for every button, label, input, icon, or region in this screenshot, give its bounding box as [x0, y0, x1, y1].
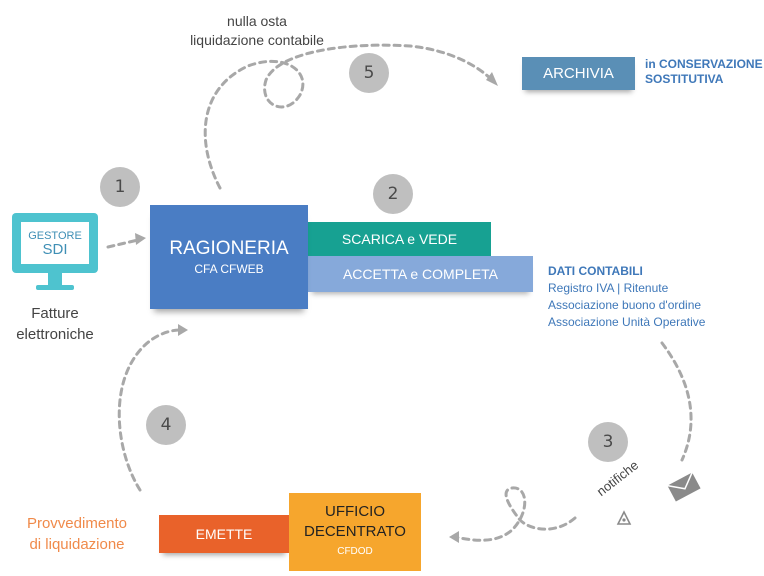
ragioneria-box: RAGIONERIA CFA CFWEB [150, 205, 308, 309]
conservazione-note: in CONSERVAZIONE SOSTITUTIVA [645, 57, 763, 87]
dati-line-buono: Associazione buono d'ordine [548, 298, 702, 312]
dati-line-registro: Registro IVA | Ritenute [548, 281, 669, 295]
connector-to-archivia [203, 43, 494, 190]
dati-line-unita: Associazione Unità Operative [548, 315, 706, 329]
arrow-head-ufficio [449, 531, 459, 543]
conservazione-line1: in CONSERVAZIONE [645, 57, 763, 71]
archivia-box: ARCHIVIA [522, 57, 635, 90]
scarica-vede-box: SCARICA e VEDE [308, 222, 491, 256]
provvedimento-line1: Provvedimento [26, 515, 128, 532]
emette-box: EMETTE [159, 515, 289, 553]
connector-emette-ragioneria [117, 328, 182, 492]
fatture-line2: elettroniche [16, 326, 94, 343]
ufficio-line2: DECENTRATO [304, 523, 406, 540]
provvedimento-line2: di liquidazione [29, 536, 125, 553]
nulla-osta-line1: nulla osta [227, 13, 287, 29]
monitor-icon: GESTORE SDI [12, 213, 100, 303]
step-4-badge: 4 [146, 405, 186, 445]
dati-contabili-list: DATI CONTABILI Registro IVA | Ritenute A… [548, 263, 705, 331]
ufficio-line1: UFFICIO [325, 503, 385, 520]
step-2-badge: 2 [373, 174, 413, 214]
connector-dati-notifiche [660, 341, 693, 462]
dati-contabili-title: DATI CONTABILI [548, 264, 643, 278]
nulla-osta-line2: liquidazione contabile [190, 32, 324, 48]
connector-gestore-ragioneria [106, 238, 140, 249]
arrow-head-archivia [486, 72, 498, 86]
ragioneria-title: RAGIONERIA [169, 238, 289, 259]
nulla-osta-label: nulla osta liquidazione contabile [172, 12, 342, 50]
fatture-caption: Fatture elettroniche [0, 303, 110, 345]
accetta-completa-box: ACCETTA e COMPLETA [308, 256, 533, 292]
step-1-badge: 1 [100, 167, 140, 207]
ufficio-sub: CFDOD [337, 546, 373, 557]
fatture-line1: Fatture [31, 305, 79, 322]
envelope-icon [667, 472, 701, 502]
gestore-label: GESTORE [28, 230, 82, 242]
conservazione-line2: SOSTITUTIVA [645, 72, 724, 86]
sdi-label: SDI [42, 241, 68, 258]
arrow-head-ragioneria [135, 233, 146, 245]
ragioneria-subtitle: CFA CFWEB [194, 262, 264, 276]
step-5-badge: 5 [349, 53, 389, 93]
provvedimento-label: Provvedimento di liquidazione [12, 513, 142, 555]
step-3-badge: 3 [588, 422, 628, 462]
connector-notifiche-ufficio [453, 486, 577, 542]
ufficio-decentrato-box: UFFICIO DECENTRATO CFDOD [289, 493, 421, 571]
pen-nib-icon [616, 510, 632, 525]
arrow-head-emette [178, 324, 188, 336]
